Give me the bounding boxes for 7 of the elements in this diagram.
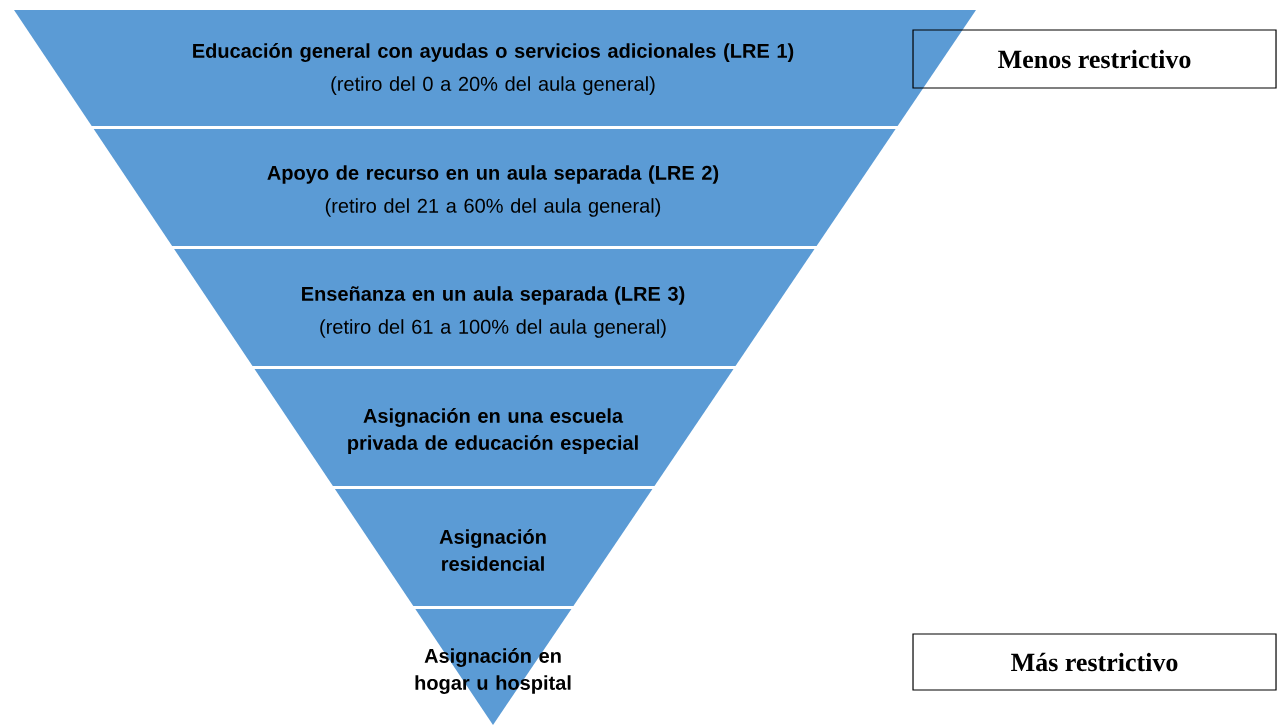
label-box: Menos restrictivo: [912, 29, 1277, 89]
pyramid-band: Asignación en una escuela privada de educación especial: [254, 369, 734, 486]
pyramid-band: Apoyo de recurso en un aula separada (LRE 2) (retiro del 21 a 60% del aula general): [93, 129, 896, 246]
pyramid-band: Asignación residencial: [334, 489, 653, 606]
pyramid-band: Enseñanza en un aula separada (LRE 3) (retiro del 61 a 100% del aula general): [174, 249, 815, 366]
label-box: Más restrictivo: [912, 633, 1277, 691]
pyramid-band: Educación general con ayudas o servicios adicionales (LRE 1) (retiro del 0 a 20% del aula general): [14, 10, 976, 126]
